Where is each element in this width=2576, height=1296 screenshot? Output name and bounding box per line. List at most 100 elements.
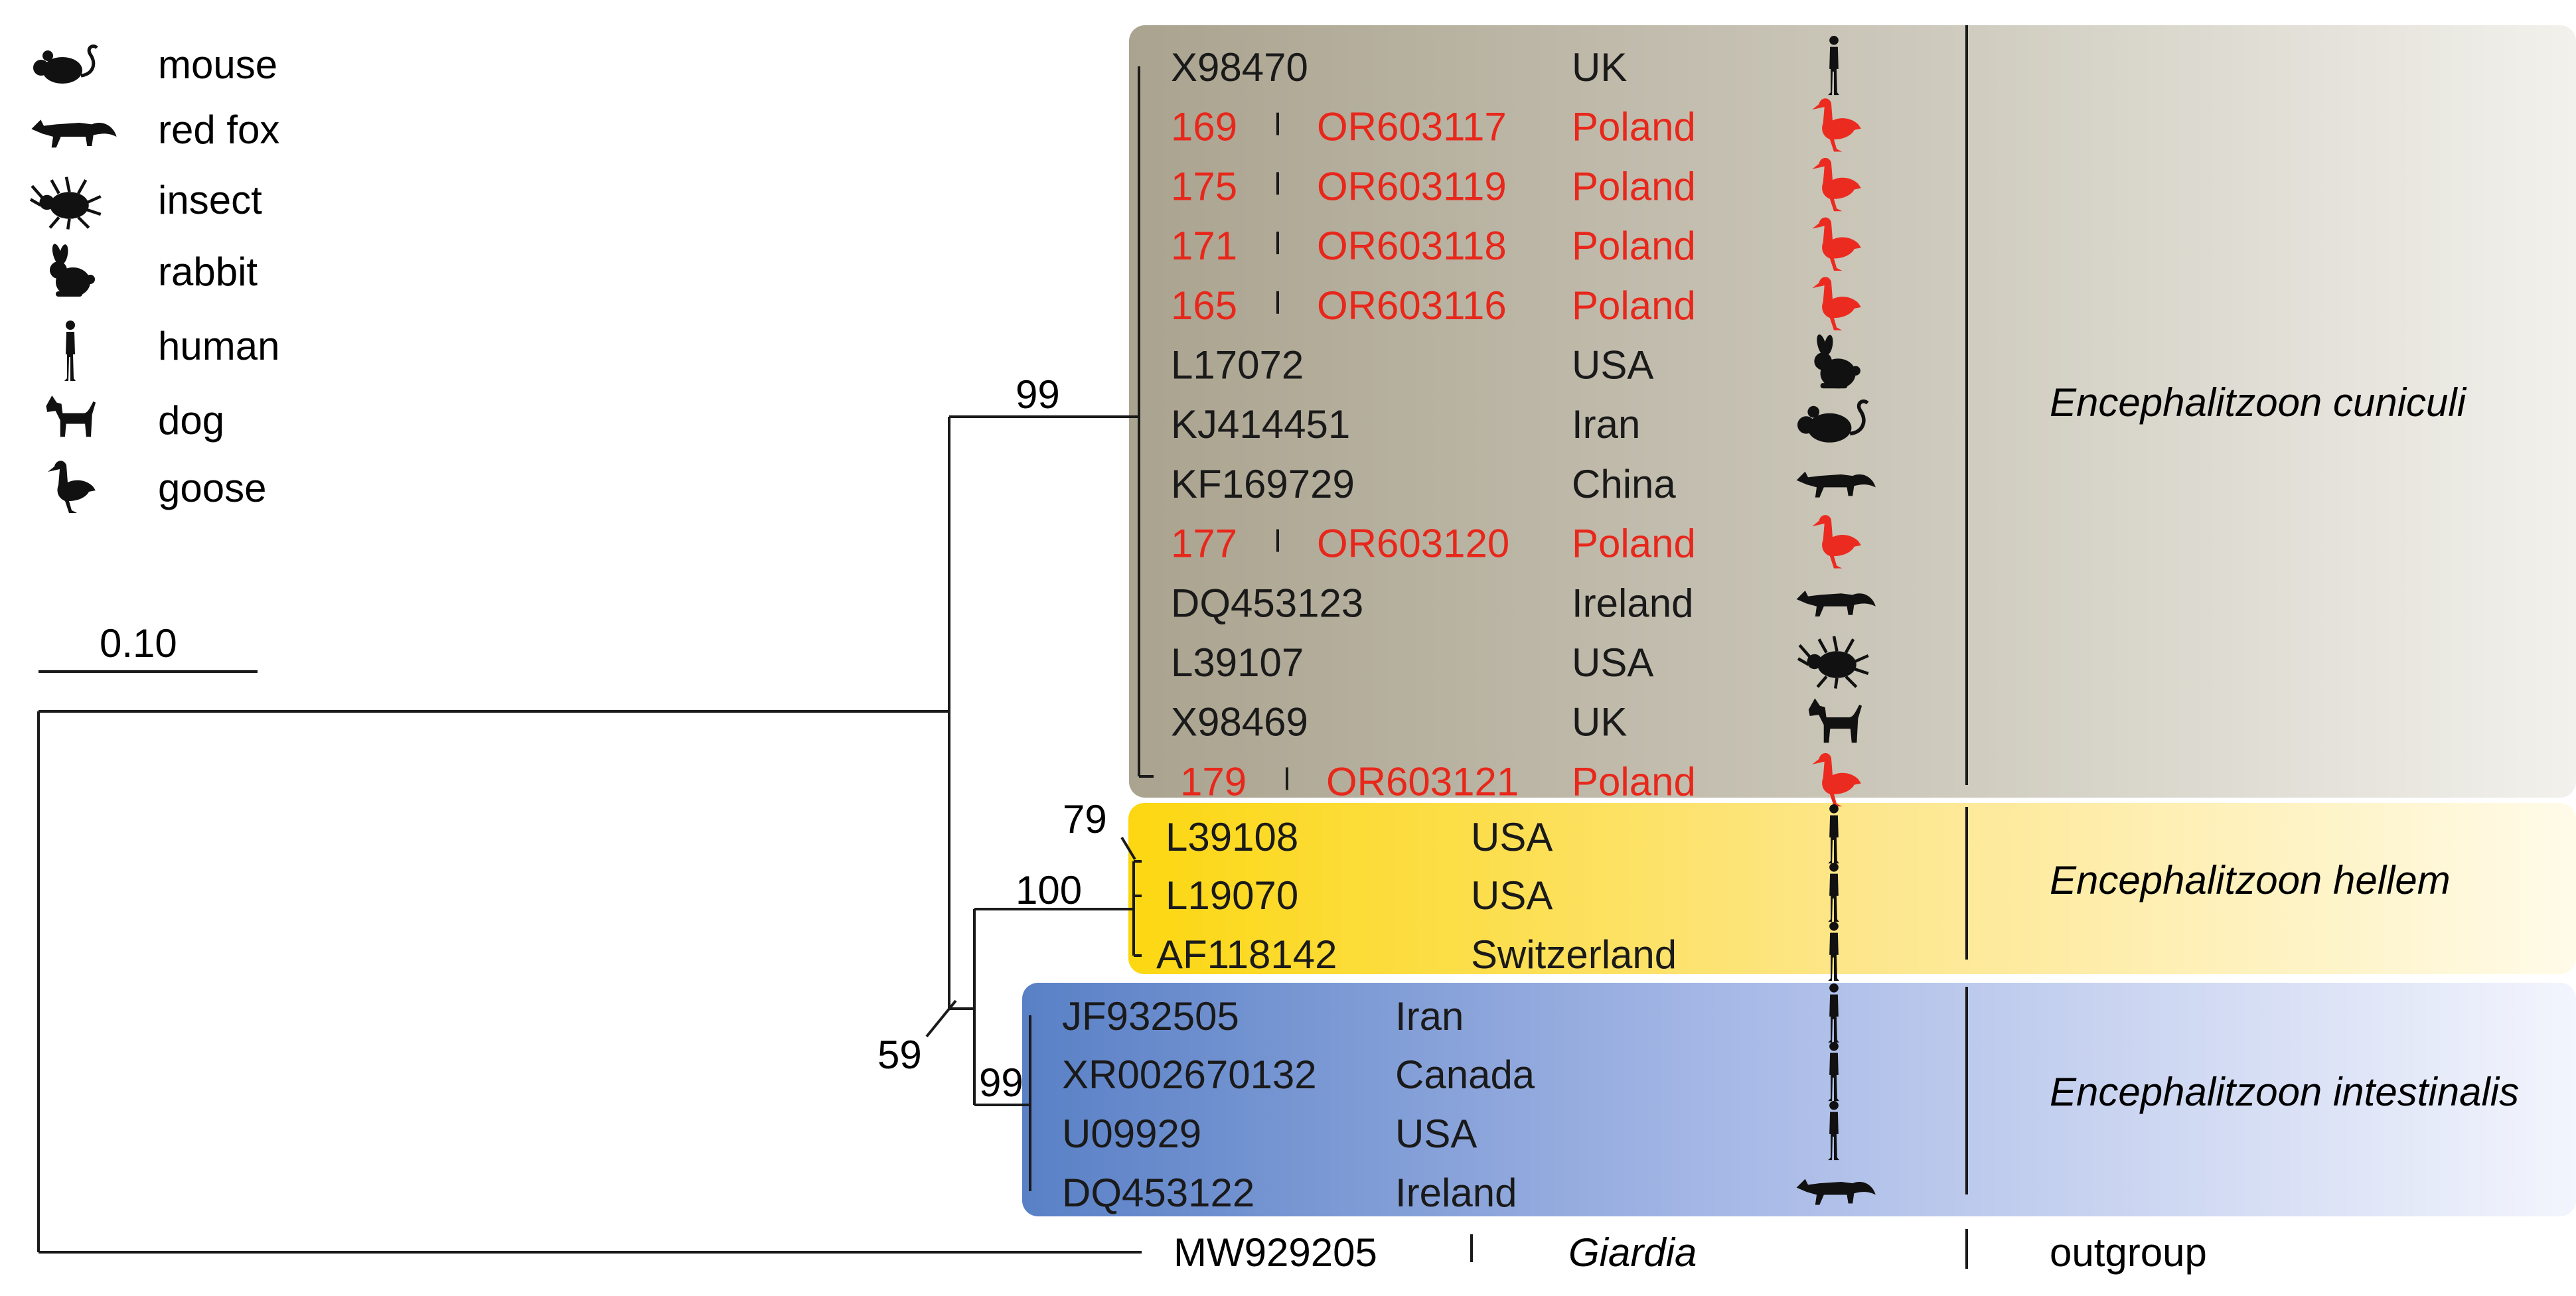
country-label: Iran — [1572, 402, 1640, 447]
country-label: Iran — [1395, 994, 1464, 1039]
legend-label: dog — [158, 398, 224, 443]
legend: mouse red fox insect rabbit human dog go… — [31, 42, 279, 513]
table-row: DQ453123 Ireland — [1171, 581, 1876, 625]
country-label: Poland — [1572, 522, 1696, 566]
accession-number: L39107 — [1171, 640, 1304, 685]
table-row: XR002670132 Canada — [1062, 1041, 1839, 1102]
legend-item: mouse — [33, 42, 277, 87]
bootstrap-leader-79 — [1120, 836, 1136, 861]
legend-item: rabbit — [50, 242, 258, 297]
country-label: USA — [1471, 873, 1553, 918]
legend-item: insect — [31, 177, 262, 230]
clade-box-cuniculi — [1129, 25, 2576, 798]
accession-number: JF932505 — [1062, 994, 1239, 1039]
country-label: Poland — [1572, 224, 1696, 268]
legend-label: rabbit — [158, 250, 258, 294]
species-label-intestinalis: Encephalitzoon intestinalis — [2050, 1070, 2519, 1114]
legend-label: goose — [158, 466, 266, 510]
country-label: Canada — [1395, 1052, 1535, 1097]
accession-number: OR603118 — [1317, 224, 1507, 268]
outgroup-label: outgroup — [2050, 1230, 2207, 1275]
accession-number: AF118142 — [1156, 932, 1337, 977]
mouse-icon — [33, 46, 97, 84]
outgroup-row: MW929205 Giardia outgroup — [1174, 1230, 2207, 1275]
clade-box-intestinalis — [1022, 983, 2576, 1216]
dog-icon — [46, 396, 96, 437]
accession-number: OR603120 — [1317, 522, 1509, 566]
accession-number: OR603121 — [1326, 759, 1519, 804]
accession-number: OR603117 — [1317, 105, 1507, 149]
accession-number: U09929 — [1062, 1112, 1201, 1156]
bootstrap-hellem-inner: 79 — [1063, 797, 1107, 841]
bootstrap-intestinalis: 99 — [979, 1060, 1023, 1105]
isolate-id: 175 — [1171, 164, 1237, 208]
country-label: USA — [1471, 815, 1553, 859]
table-row: L39107 USA — [1171, 636, 1868, 689]
country-label: USA — [1572, 343, 1653, 388]
table-row: 169 OR603117 Poland — [1171, 98, 1861, 152]
accession-number: L39108 — [1166, 815, 1298, 859]
table-row: JF932505 Iran — [1062, 983, 1839, 1043]
human-icon — [64, 321, 76, 381]
branch-root — [37, 710, 1142, 1254]
accession-number: KJ414451 — [1171, 402, 1350, 447]
bootstrap-root-inner: 59 — [877, 1033, 922, 1077]
country-label: Switzerland — [1471, 932, 1677, 977]
outgroup-genus: Giardia — [1568, 1230, 1697, 1275]
red-fox-icon — [31, 119, 117, 148]
country-label: Ireland — [1395, 1171, 1517, 1215]
legend-label: red fox — [158, 108, 279, 152]
country-label: Ireland — [1572, 581, 1693, 625]
branch-hellem — [1132, 860, 1142, 957]
table-row: KF169729 China — [1171, 462, 1876, 506]
accession-number: KF169729 — [1171, 462, 1355, 506]
accession-number: L17072 — [1171, 343, 1304, 388]
clade-box-hellem — [1128, 803, 2576, 974]
legend-label: insect — [158, 178, 262, 222]
table-row: AF118142 Switzerland — [1156, 921, 1839, 981]
country-label: Poland — [1572, 105, 1696, 149]
isolate-id: 165 — [1171, 283, 1237, 328]
accession-number: OR603116 — [1317, 283, 1507, 328]
bootstrap-cuniculi: 99 — [1016, 372, 1060, 417]
accession-number: XR002670132 — [1062, 1052, 1317, 1097]
bootstrap-hellem: 100 — [1016, 868, 1082, 912]
outgroup-accession: MW929205 — [1174, 1230, 1377, 1275]
insect-icon — [31, 177, 101, 230]
isolate-id: 177 — [1171, 522, 1237, 566]
goose-icon — [48, 461, 96, 513]
legend-label: mouse — [158, 42, 277, 87]
table-row: 165 OR603116 Poland — [1171, 277, 1861, 330]
legend-item: red fox — [31, 108, 279, 152]
isolate-id: 169 — [1171, 105, 1237, 149]
scale-bar-label: 0.10 — [100, 621, 177, 666]
accession-number: DQ453123 — [1171, 581, 1363, 625]
bootstrap-leader-59 — [925, 999, 957, 1038]
isolate-id: 179 — [1180, 759, 1247, 804]
legend-label: human — [158, 324, 279, 368]
table-row: L39108 USA — [1166, 804, 1839, 864]
legend-item: dog — [46, 396, 224, 443]
country-label: Poland — [1572, 283, 1696, 328]
branch-cuniculi — [949, 66, 1154, 778]
accession-number: X98470 — [1171, 45, 1308, 90]
country-label: China — [1572, 462, 1676, 506]
country-label: USA — [1572, 640, 1653, 685]
legend-item: human — [64, 321, 279, 381]
table-row: 177 OR603120 Poland — [1171, 515, 1861, 569]
species-label-hellem: Encephalitzoon hellem — [2050, 858, 2451, 902]
tree-branches — [37, 66, 1154, 1254]
table-row: L17072 USA — [1171, 333, 1860, 389]
legend-item: goose — [48, 461, 266, 513]
